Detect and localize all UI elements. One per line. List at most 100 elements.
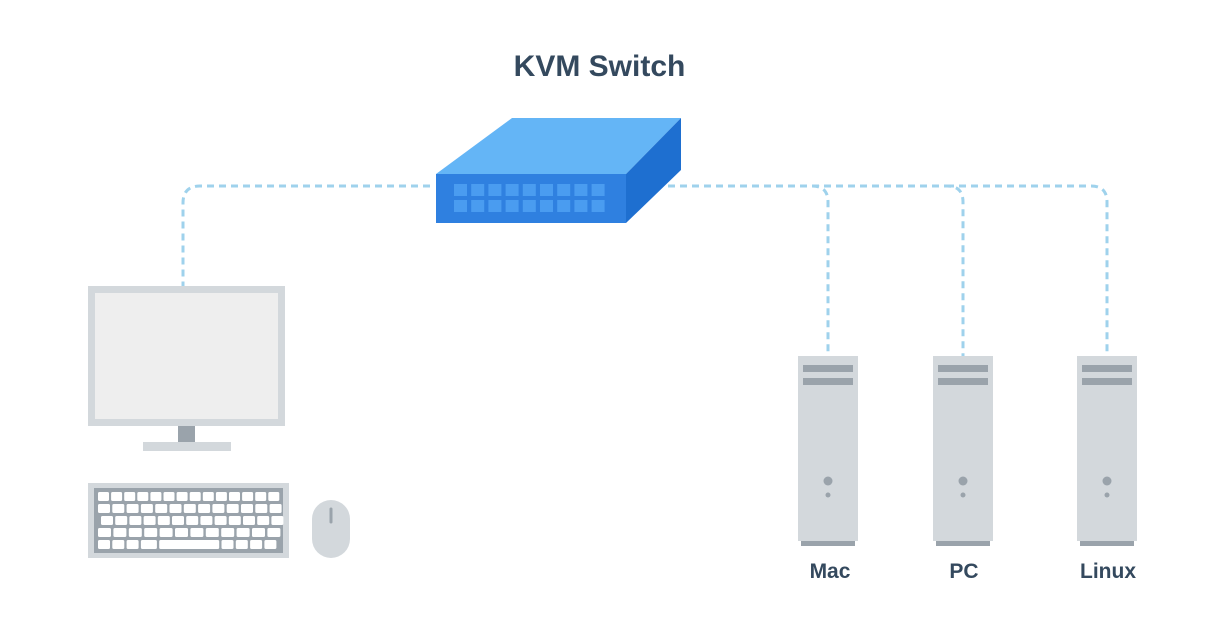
switch-port [574, 184, 588, 196]
keyboard-key [172, 516, 184, 525]
mouse [312, 500, 350, 558]
keyboard-key [159, 528, 173, 537]
switch-port [557, 184, 571, 196]
keyboard-key [221, 528, 235, 537]
keyboard-key [98, 540, 110, 549]
keyboard-key [236, 528, 250, 537]
keyboard-key [189, 492, 201, 501]
keyboard-key [267, 528, 281, 537]
keyboard-key [113, 528, 127, 537]
keyboard-key [98, 504, 110, 513]
drive-bay [803, 378, 853, 385]
switch-port [522, 200, 536, 212]
label-pc: PC [949, 560, 979, 583]
keyboard-key [255, 492, 267, 501]
drive-bay [938, 378, 988, 385]
keyboard-key [269, 504, 282, 513]
keyboard-key [101, 516, 113, 525]
keyboard-key [143, 516, 156, 525]
keyboard-key [157, 516, 170, 525]
keyboard-key [257, 516, 270, 525]
keyboard-key [183, 504, 196, 513]
keyboard-key [163, 492, 175, 501]
keyboard-key [250, 540, 263, 549]
computer-towers [798, 356, 1137, 546]
keyboard-spacebar [159, 540, 220, 549]
power-led [825, 492, 831, 498]
keyboard-key [126, 540, 139, 549]
tower-mac [798, 356, 858, 546]
keyboard-key [98, 528, 111, 537]
switch-top-face [436, 118, 681, 174]
cable-to-monitor [181, 184, 430, 288]
switch-port [488, 200, 502, 212]
keyboard-key [150, 492, 162, 501]
mouse-body [312, 500, 350, 558]
keyboard-key [255, 504, 268, 513]
keyboard-key [264, 540, 277, 549]
power-led [1104, 492, 1110, 498]
switch-port [591, 200, 605, 212]
keyboard-key [186, 516, 199, 525]
drive-bay [938, 365, 988, 372]
keyboard-key [98, 492, 109, 501]
power-led [960, 492, 966, 498]
switch-port [591, 184, 605, 196]
monitor-stand [143, 442, 231, 451]
switch-port [505, 200, 519, 212]
tower-linux [1077, 356, 1137, 546]
keyboard-key [229, 492, 240, 501]
tower-base [936, 541, 990, 546]
keyboard-key [242, 492, 254, 501]
drive-bay [803, 365, 853, 372]
keyboard-key [252, 528, 265, 537]
power-button [823, 476, 833, 486]
keyboard-key [128, 528, 142, 537]
drive-bay [1082, 365, 1132, 372]
switch-port [488, 184, 502, 196]
keyboard-key [176, 492, 188, 501]
tower-pc [933, 356, 993, 546]
keyboard-key [112, 540, 125, 549]
keyboard-key [228, 516, 241, 525]
tower-base [1080, 541, 1134, 546]
switch-port [471, 184, 485, 196]
keyboard-keys [98, 492, 284, 549]
switch-side-face [626, 118, 681, 223]
switch-port [505, 184, 519, 196]
keyboard-key [212, 504, 225, 513]
keyboard-key [235, 540, 248, 549]
keyboard-key [129, 516, 142, 525]
keyboard-key [115, 516, 128, 525]
keyboard-key [126, 504, 139, 513]
switch-port [540, 200, 553, 212]
keyboard-key [137, 492, 149, 501]
keyboard-key [268, 492, 280, 501]
drive-bay [1082, 378, 1132, 385]
keyboard-key [215, 492, 227, 501]
switch-front-face [436, 174, 626, 223]
switch-port [454, 200, 467, 212]
tower-base [801, 541, 855, 546]
keyboard-key [221, 540, 234, 549]
power-button [1102, 476, 1112, 486]
tower-case [798, 356, 858, 541]
keyboard-key [140, 504, 153, 513]
monitor-neck [178, 426, 195, 442]
keyboard-key [202, 492, 214, 501]
keyboard-key [271, 516, 284, 525]
kvm-switch [436, 118, 681, 223]
cables [181, 184, 1109, 356]
keyboard-key [175, 528, 188, 537]
monitor-screen [95, 293, 278, 419]
cable-to-linux [947, 184, 1109, 356]
keyboard-key [226, 504, 239, 513]
keyboard-key [200, 516, 213, 525]
power-button [958, 476, 968, 486]
keyboard-key [124, 492, 136, 501]
keyboard-key [140, 540, 157, 549]
tower-case [933, 356, 993, 541]
switch-port [557, 200, 571, 212]
keyboard-key [214, 516, 227, 525]
